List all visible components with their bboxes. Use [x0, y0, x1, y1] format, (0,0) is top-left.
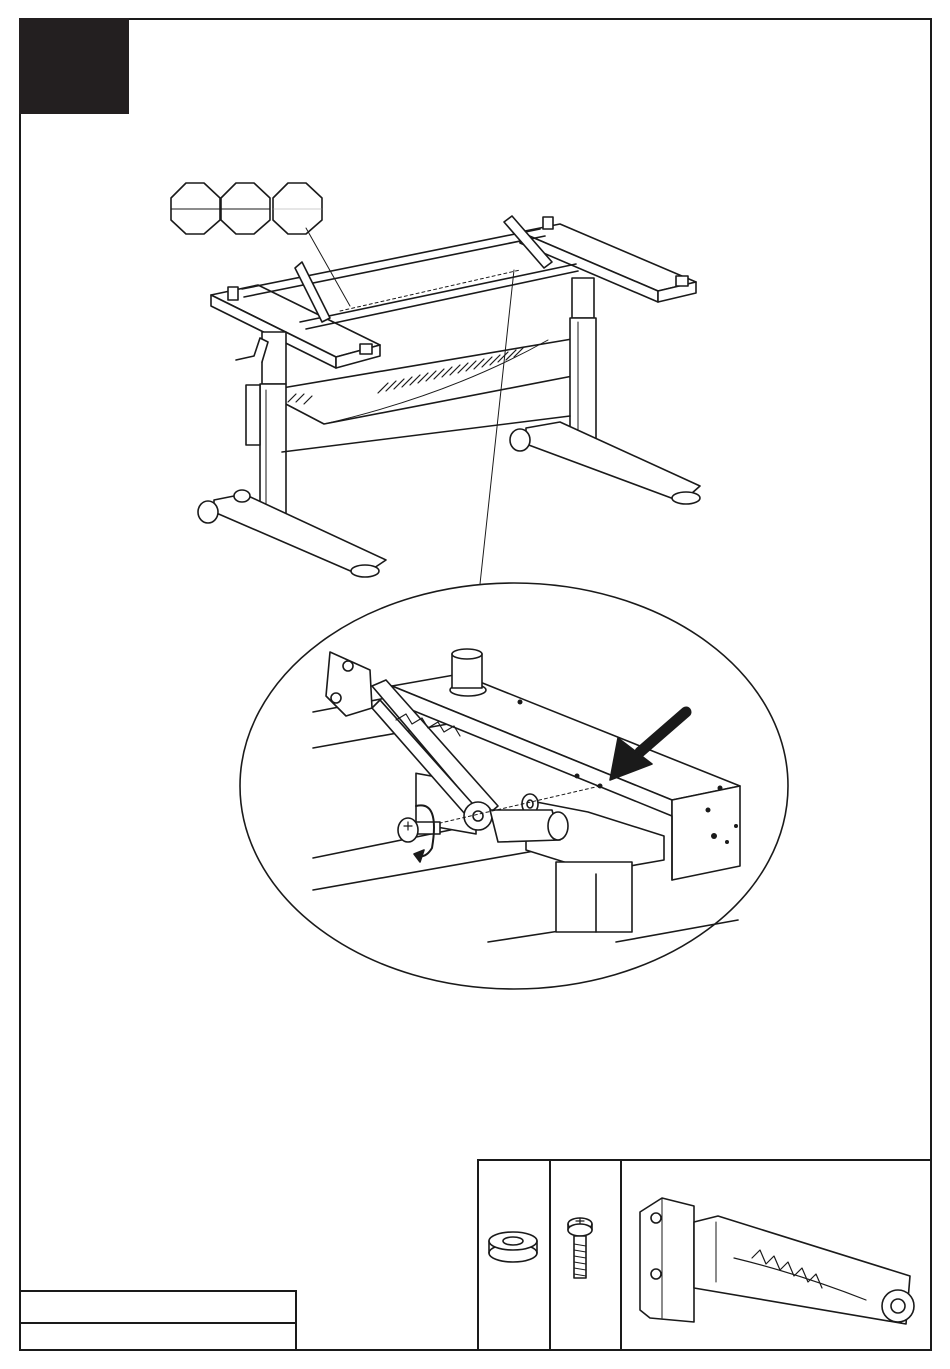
parts-divider	[549, 1161, 551, 1349]
desk-frame	[198, 216, 700, 577]
allen-key-octagon-icon	[171, 183, 322, 234]
identification-box	[19, 1290, 297, 1351]
parts-list	[477, 1159, 932, 1351]
parts-divider	[620, 1161, 622, 1349]
identification-divider	[21, 1322, 295, 1324]
